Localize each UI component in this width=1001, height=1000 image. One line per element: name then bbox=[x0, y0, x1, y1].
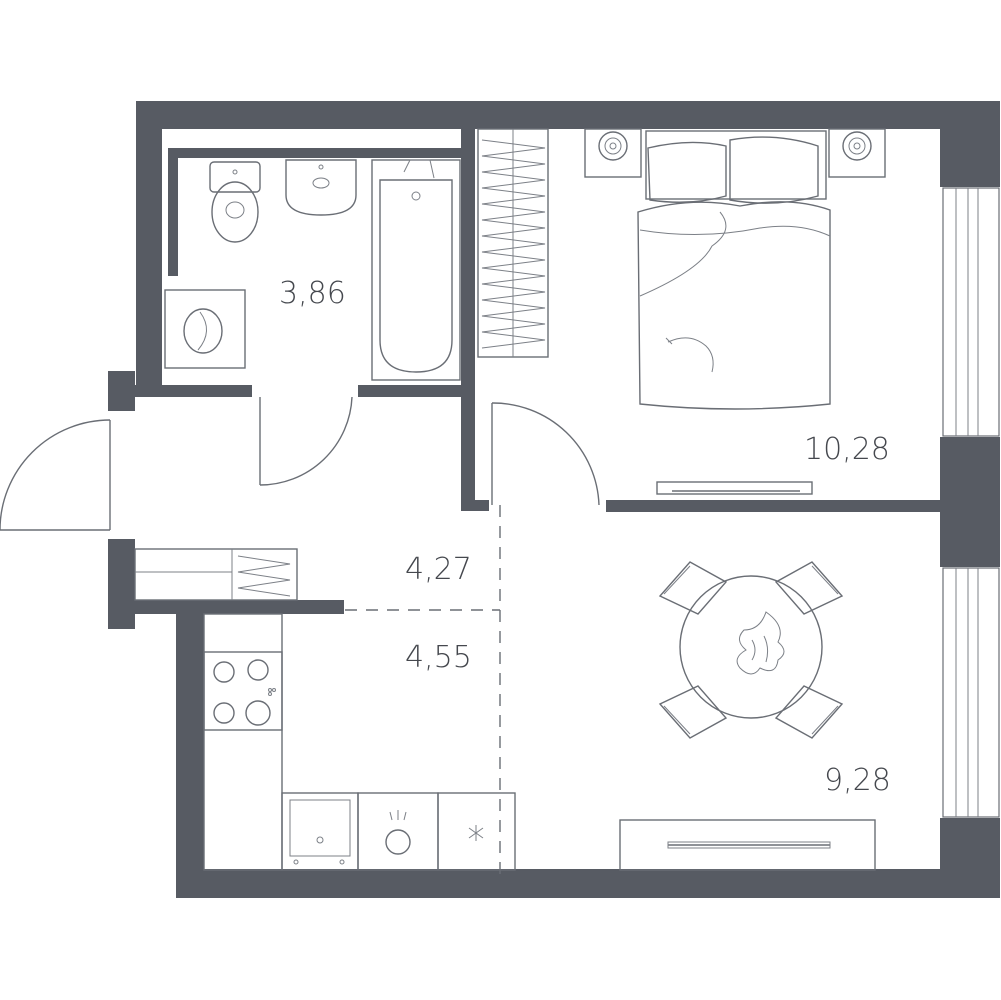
dining-table-icon bbox=[679, 575, 823, 719]
hallway-area: 4,27 bbox=[405, 552, 472, 587]
zone-dividers bbox=[345, 505, 501, 875]
toilet-icon bbox=[209, 161, 261, 243]
doors bbox=[0, 396, 600, 531]
chair-icon bbox=[774, 685, 844, 739]
bathtub-icon bbox=[371, 159, 461, 381]
bathroom-area: 3,86 bbox=[279, 276, 346, 311]
chair-icon bbox=[658, 561, 728, 615]
walls bbox=[108, 101, 1000, 898]
wardrobe-icon bbox=[477, 128, 549, 358]
windows bbox=[942, 187, 1000, 818]
fridge-icon bbox=[437, 792, 516, 871]
dishwasher-icon bbox=[357, 792, 439, 871]
living-area: 9,28 bbox=[824, 763, 891, 798]
tv-stand-icon bbox=[619, 819, 876, 871]
nightstand-lamp-icon bbox=[828, 128, 886, 178]
tv-icon bbox=[656, 481, 813, 495]
sink-icon bbox=[285, 159, 357, 216]
washing-machine-icon bbox=[164, 289, 246, 369]
chair-icon bbox=[774, 561, 844, 615]
chair-icon bbox=[658, 685, 728, 739]
nightstand-lamp-icon bbox=[584, 128, 642, 178]
bedroom-area: 10,28 bbox=[804, 432, 890, 467]
kitchen-area: 4,55 bbox=[405, 640, 472, 675]
bed-icon bbox=[637, 130, 831, 410]
oven-icon bbox=[281, 792, 359, 871]
stove-icon bbox=[203, 613, 283, 871]
shoe-cabinet-icon bbox=[134, 548, 298, 601]
